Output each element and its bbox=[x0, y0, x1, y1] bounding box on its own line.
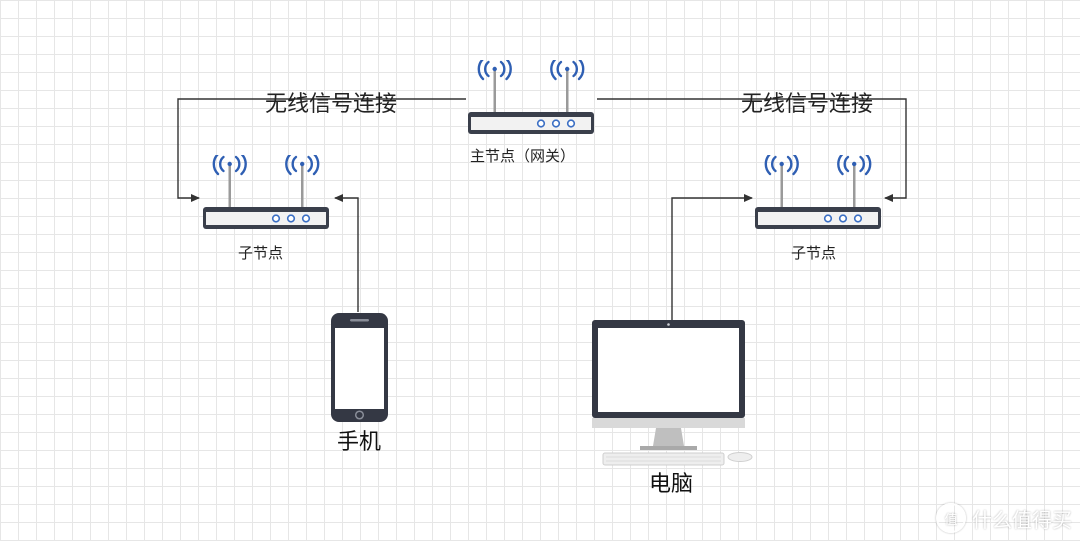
main-router-label: 主节点（网关） bbox=[470, 147, 576, 165]
watermark: 值 什么值得买 bbox=[936, 503, 1072, 533]
phone-connector bbox=[334, 194, 359, 312]
left-wireless-connector bbox=[177, 98, 466, 202]
computer-label: 电脑 bbox=[649, 472, 694, 497]
right-wireless-connector bbox=[597, 98, 907, 202]
computer-icon bbox=[592, 320, 753, 466]
main-router-icon bbox=[466, 60, 596, 136]
left-router-icon bbox=[201, 155, 331, 231]
right-connection-label: 无线信号连接 bbox=[741, 92, 874, 117]
phone-label: 手机 bbox=[337, 430, 382, 455]
left-router-label: 子节点 bbox=[238, 244, 284, 262]
phone-icon bbox=[331, 313, 388, 422]
watermark-badge-icon: 值 bbox=[936, 503, 966, 533]
right-router-icon bbox=[753, 155, 883, 231]
left-connection-label: 无线信号连接 bbox=[265, 92, 398, 117]
computer-connector bbox=[671, 194, 753, 320]
right-router-label: 子节点 bbox=[791, 244, 837, 262]
watermark-text: 什么值得买 bbox=[972, 507, 1072, 532]
